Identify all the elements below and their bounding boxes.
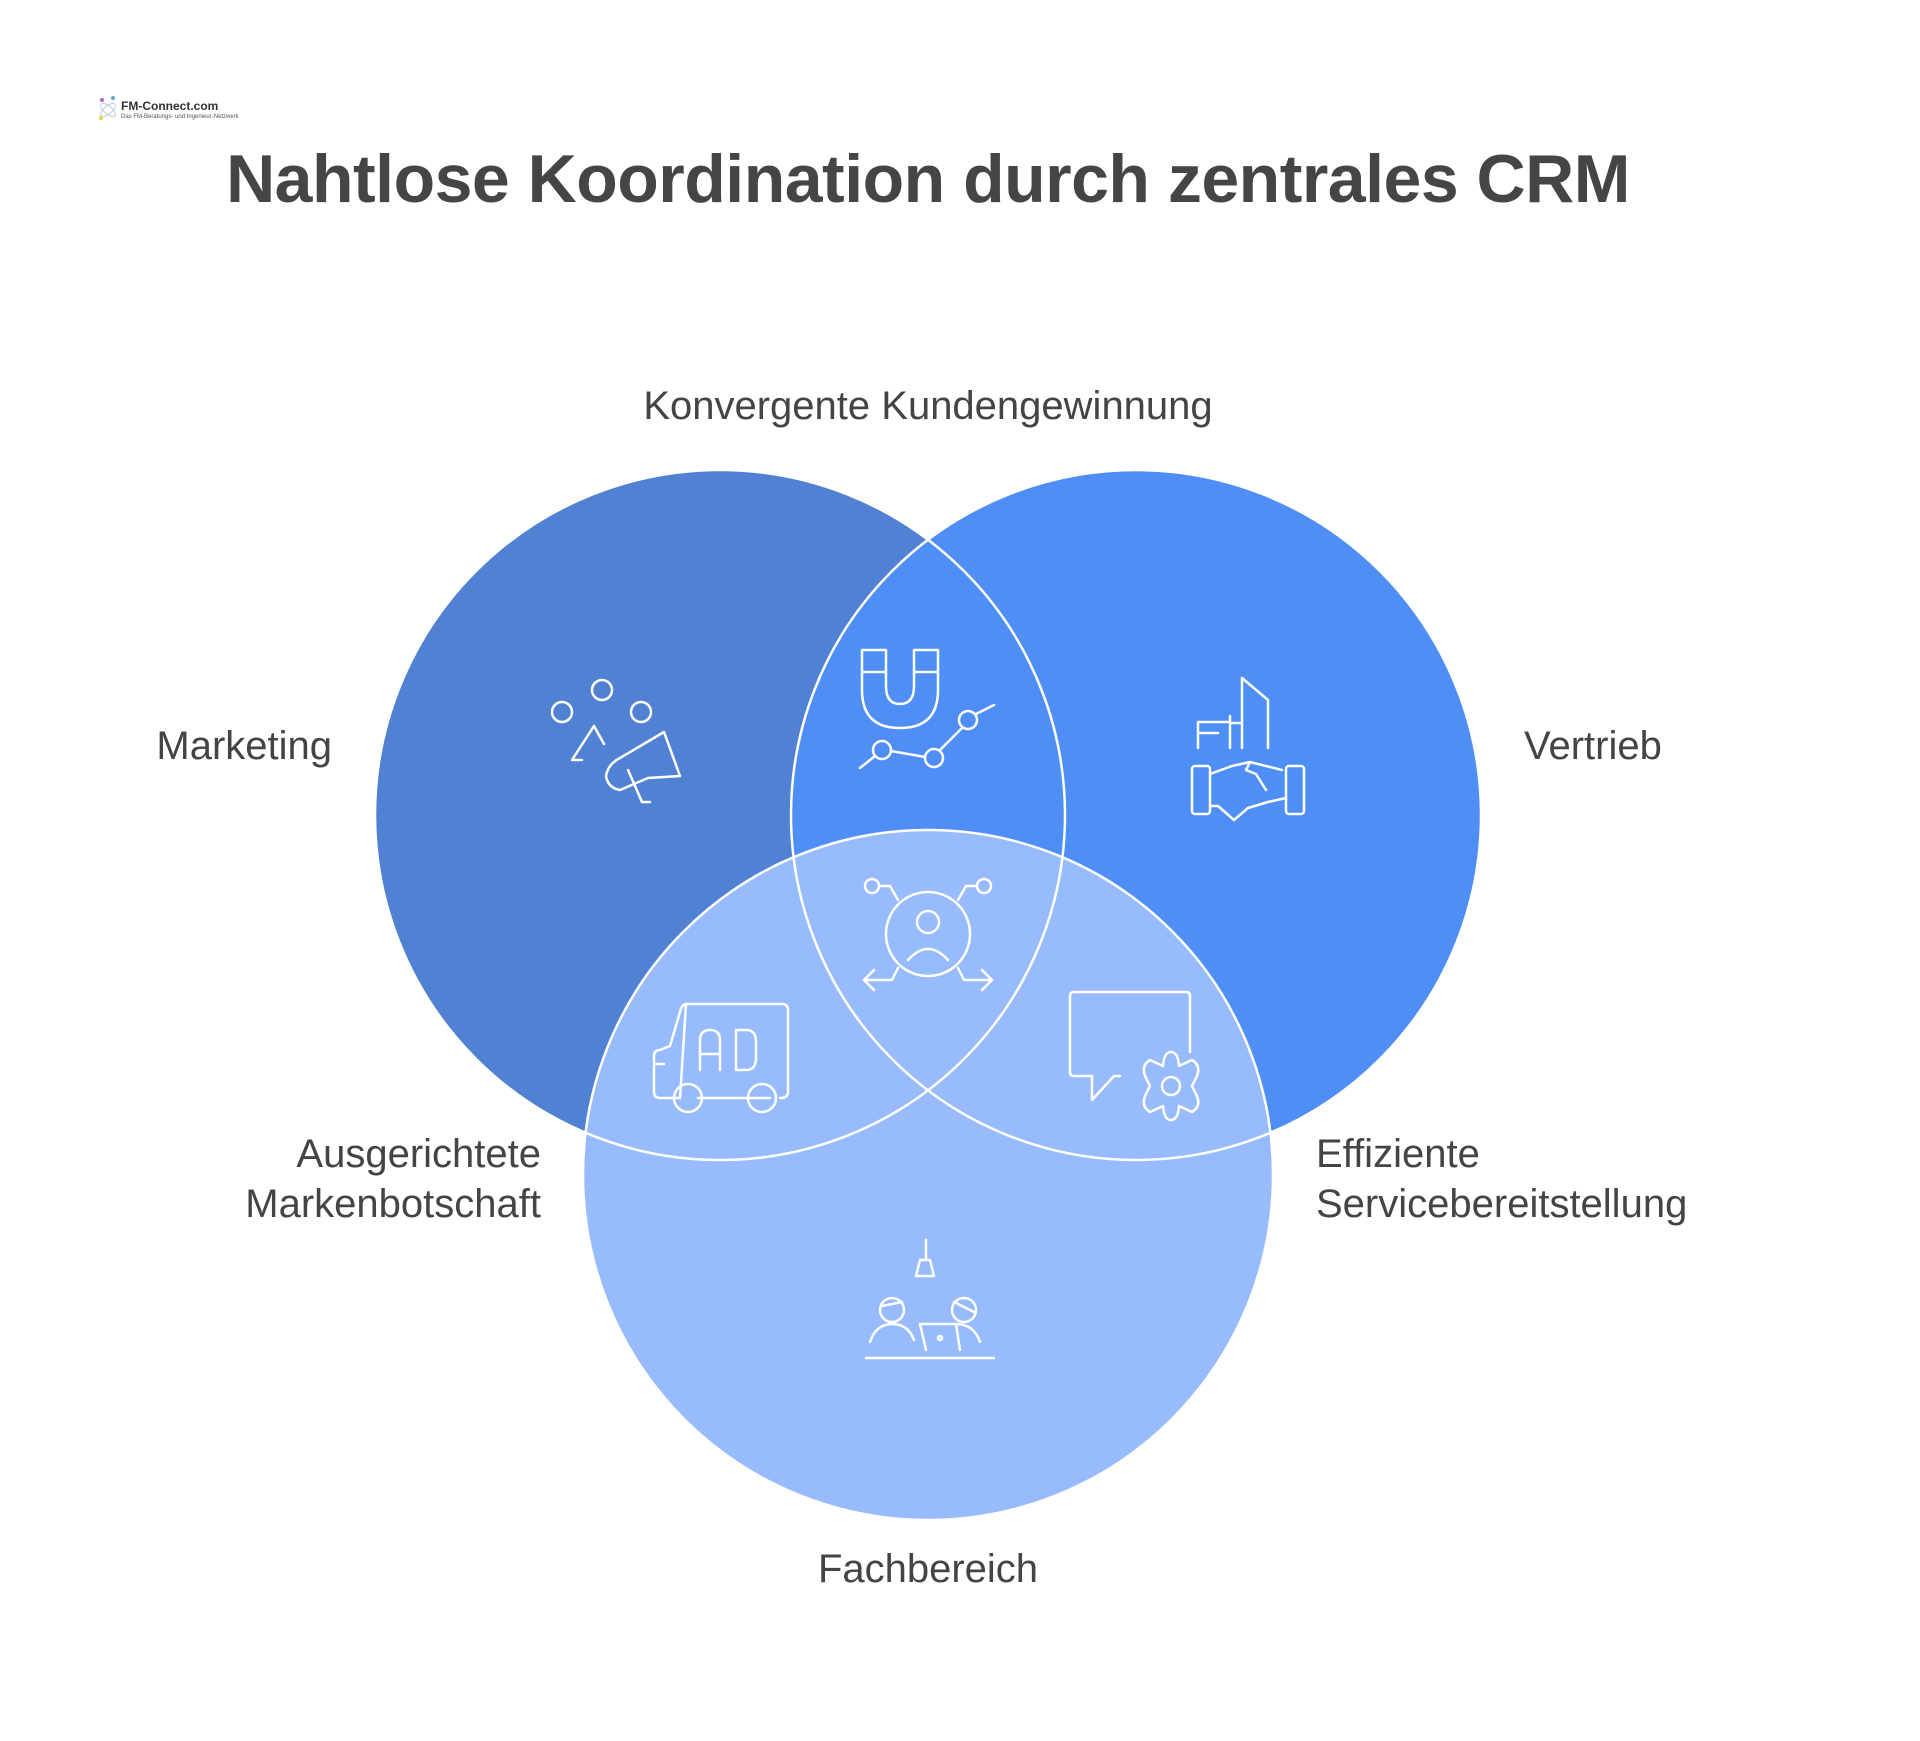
logo-subtitle: Das FM-Beratungs- und Ingenieur-Netzwerk xyxy=(121,114,239,120)
label-line-2: Servicebereitstellung xyxy=(1316,1182,1688,1226)
chat-gear-icon xyxy=(1068,990,1200,1122)
label-effiziente-servicebereitstellung: Effiziente Servicebereitstellung xyxy=(1316,1129,1687,1229)
logo-atom-icon xyxy=(99,96,116,120)
logo-text: FM-Connect.com xyxy=(121,99,219,113)
logo: FM-Connect.com Das FM-Beratungs- und Ing… xyxy=(98,92,239,128)
page-title: Nahtlose Koordination durch zentrales CR… xyxy=(226,141,1630,217)
label-vertrieb: Vertrieb xyxy=(1524,724,1662,768)
logo-text-group: FM-Connect.com Das FM-Beratungs- und Ing… xyxy=(121,99,239,121)
label-line-1: Ausgerichtete xyxy=(296,1132,541,1176)
label-ausgerichtete-markenbotschaft: Ausgerichtete Markenbotschaft xyxy=(245,1129,541,1229)
label-line-1: Effiziente xyxy=(1316,1132,1480,1176)
megaphone-people-icon xyxy=(550,678,682,804)
circle-outlines xyxy=(373,468,1483,1522)
magnet-chart-icon xyxy=(858,648,996,770)
ad-truck-icon xyxy=(652,1002,790,1114)
customer-hub-icon xyxy=(862,877,994,992)
team-meeting-icon xyxy=(864,1238,996,1360)
handshake-building-icon xyxy=(1190,676,1306,822)
label-line-2: Markenbotschaft xyxy=(245,1182,541,1226)
label-marketing: Marketing xyxy=(156,724,332,768)
label-fachbereich: Fachbereich xyxy=(817,1547,1039,1591)
circle-fachbereich xyxy=(583,830,1273,1520)
label-konvergente-kundengewinnung: Konvergente Kundengewinnung xyxy=(643,384,1213,428)
